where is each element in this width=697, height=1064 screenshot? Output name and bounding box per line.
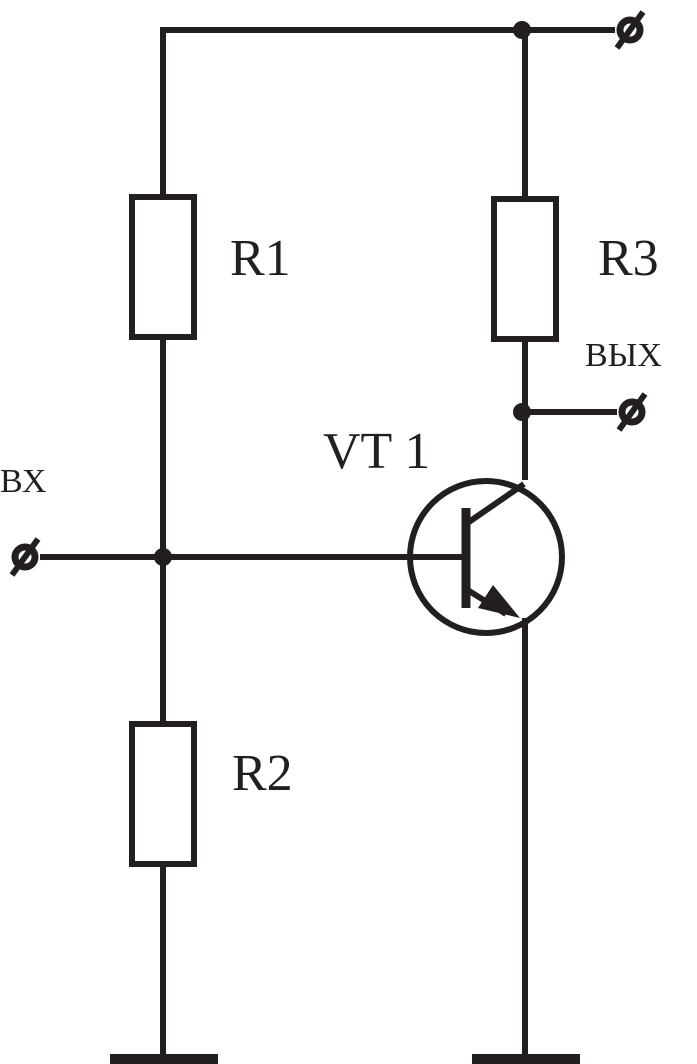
resistor-r1 bbox=[129, 194, 197, 340]
resistor-r3 bbox=[491, 196, 559, 342]
label-vt1: VT 1 bbox=[323, 423, 430, 480]
label-output: ВЫХ bbox=[585, 337, 662, 374]
junction-output bbox=[513, 403, 531, 421]
input-terminal-symbol bbox=[9, 537, 41, 577]
output-terminal-symbol bbox=[616, 392, 648, 432]
label-r1: R1 bbox=[230, 230, 291, 287]
label-r3: R3 bbox=[598, 230, 659, 287]
top-rail-wire bbox=[160, 27, 615, 195]
transistor-vt1 bbox=[407, 478, 565, 636]
label-r2: R2 bbox=[232, 745, 293, 802]
junction-base bbox=[154, 548, 172, 566]
label-input: ВХ bbox=[0, 463, 46, 500]
power-terminal-symbol bbox=[614, 10, 646, 50]
resistor-r2 bbox=[129, 721, 197, 867]
